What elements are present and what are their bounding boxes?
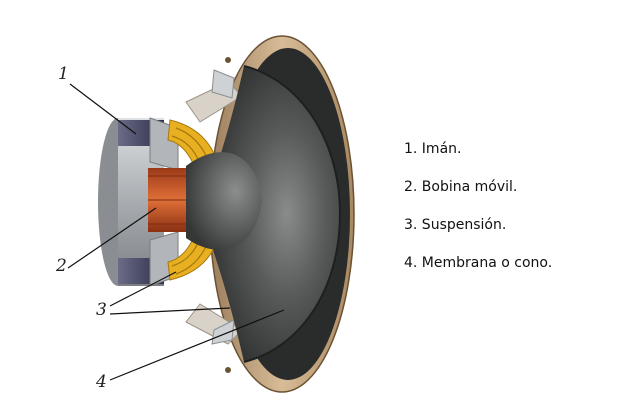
leader-lines bbox=[67, 83, 285, 381]
legend: 1. Imán. 2. Bobina móvil. 3. Suspensión.… bbox=[404, 140, 552, 292]
callout-suspension: 3 bbox=[96, 300, 107, 320]
callout-magnet: 1 bbox=[58, 64, 69, 84]
basket-struts bbox=[185, 69, 243, 345]
legend-item-coil: 2. Bobina móvil. bbox=[404, 179, 518, 195]
legend-item-magnet: 1. Imán. bbox=[404, 141, 462, 157]
callout-coil: 2 bbox=[56, 256, 67, 276]
callout-cone: 4 bbox=[96, 372, 107, 392]
magnet-assembly bbox=[98, 117, 179, 287]
dust-cap bbox=[186, 152, 262, 250]
legend-item-suspension: 3. Suspensión. bbox=[404, 217, 507, 233]
legend-item-cone: 4. Membrana o cono. bbox=[404, 255, 553, 271]
cone bbox=[200, 65, 342, 363]
